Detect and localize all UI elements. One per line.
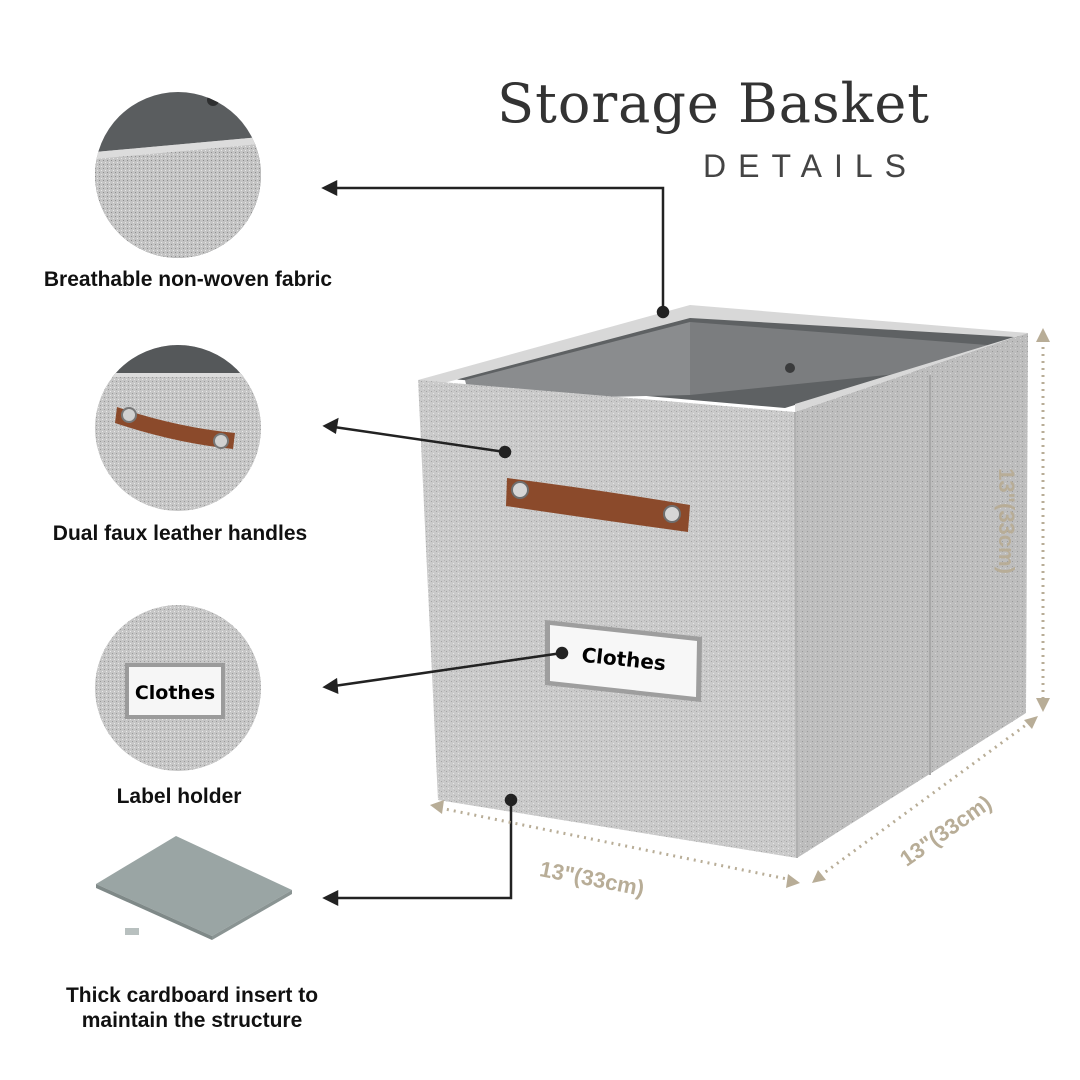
- dimension-line-depth: [819, 720, 1031, 878]
- basket-side-face: [795, 333, 1028, 858]
- basket-label-holder: Clothes: [545, 620, 702, 702]
- feature-label-cardboard: Thick cardboard insert to maintain the s…: [65, 984, 319, 1032]
- basket-front-face: [418, 380, 797, 858]
- cardboard-insert-icon: [92, 832, 297, 947]
- callout-arrow-fabric: [321, 179, 670, 319]
- label-holder-closeup-icon: Clothes: [95, 605, 261, 771]
- feature-label-fabric: Breathable non-woven fabric: [43, 268, 333, 291]
- page-title: Storage Basket: [497, 72, 930, 135]
- basket-handle: [506, 478, 690, 532]
- callout-arrow-label: [322, 646, 569, 694]
- callout-arrow-cardboard: [322, 793, 518, 907]
- feature-label-handles: Dual faux leather handles: [52, 522, 308, 545]
- callout-arrow-handles: [322, 417, 512, 459]
- closeup-label-text: Clothes: [135, 682, 215, 704]
- basket-interior: [440, 308, 1022, 408]
- dimension-label-height: 13"(33cm): [993, 468, 1019, 574]
- feature-label-label-holder: Label holder: [116, 785, 242, 808]
- page-subtitle: DETAILS: [703, 148, 918, 184]
